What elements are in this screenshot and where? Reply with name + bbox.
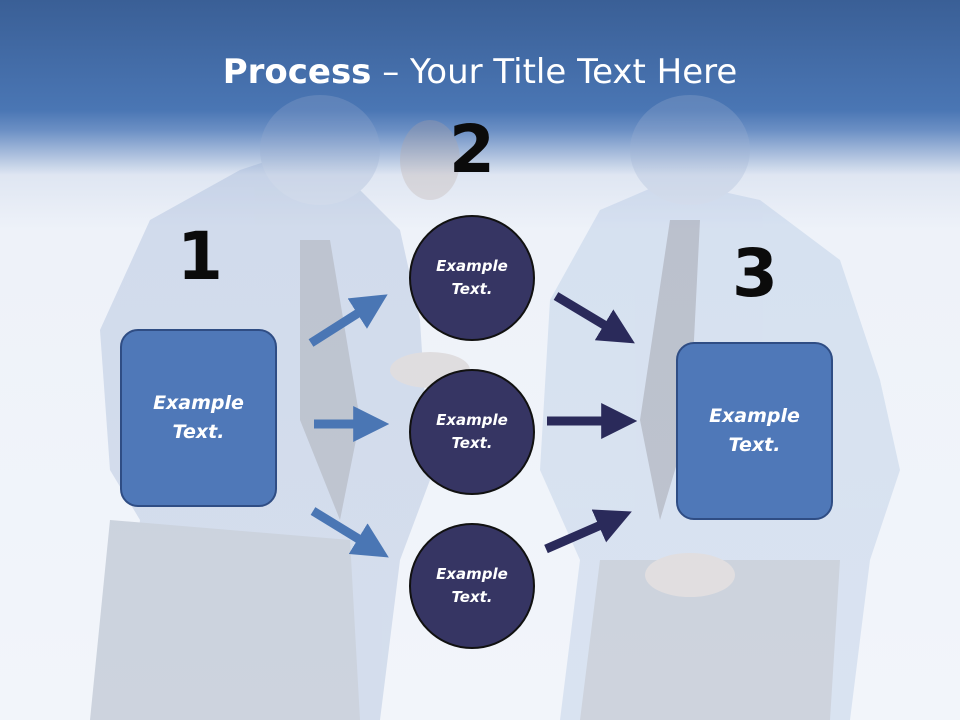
step-number-2: 2 [449, 111, 495, 188]
circle-top-line1: Example [436, 257, 508, 275]
title-bold: Process [222, 52, 372, 92]
step-number-3: 3 [732, 235, 778, 312]
arrow-bottom-to-3 [544, 509, 632, 554]
circle-middle-line2: Text. [451, 434, 493, 452]
arrow-1-to-top [308, 294, 388, 347]
step1-text-line1: Example [153, 392, 244, 414]
step1-text-line2: Text. [172, 421, 225, 443]
title-rest: – Your Title Text Here [371, 52, 738, 92]
step3-text-line1: Example [709, 405, 800, 427]
circle-middle-line1: Example [436, 411, 508, 429]
arrow-1-to-bottom [310, 507, 389, 558]
circle-top-line2: Text. [451, 280, 493, 298]
step3-text-line2: Text. [728, 434, 781, 456]
slide-title: Process – Your Title Text Here [0, 52, 960, 92]
circle-bottom-line1: Example [436, 565, 508, 583]
step-number-1: 1 [177, 218, 223, 295]
arrow-top-to-3 [553, 292, 635, 344]
circle-bottom-line2: Text. [451, 588, 493, 606]
